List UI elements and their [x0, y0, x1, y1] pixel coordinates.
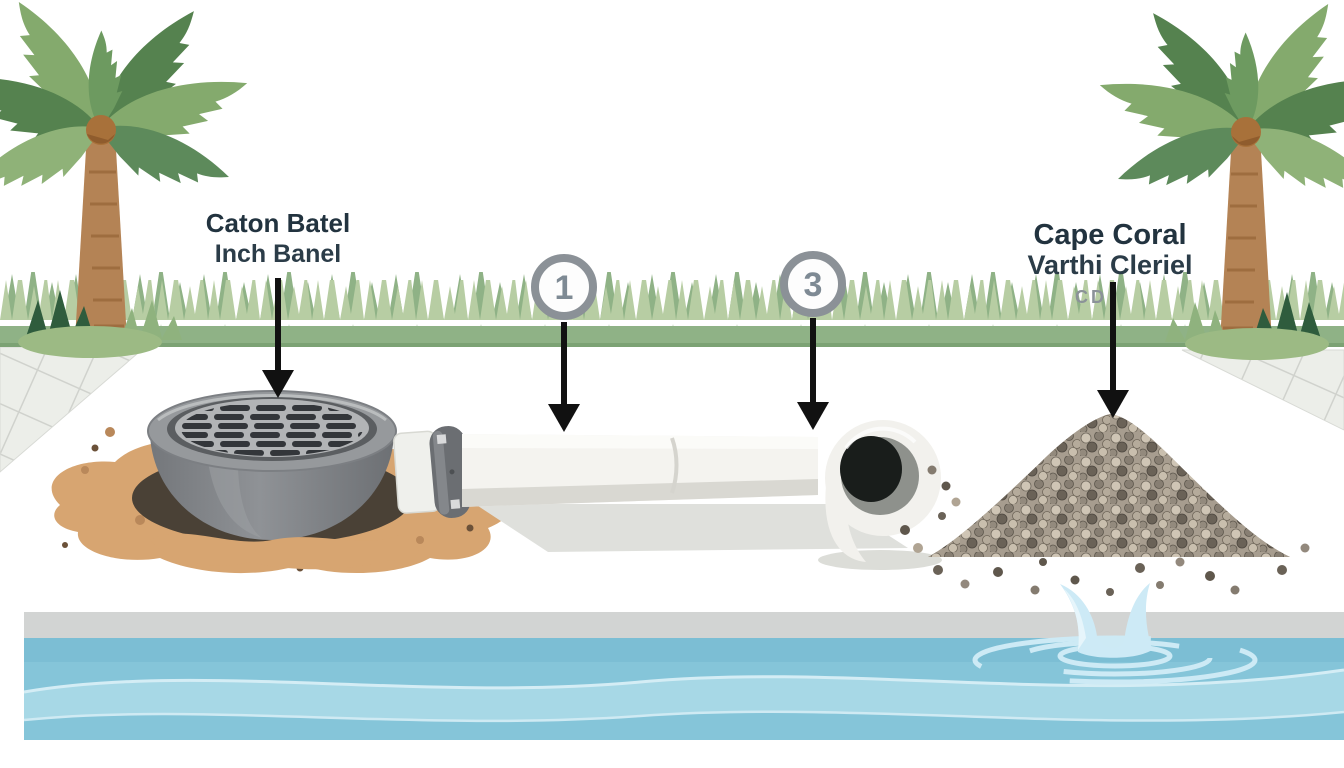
catch-basin-label: Caton Batel Inch Banel	[206, 208, 350, 268]
water-wave-band	[24, 670, 1344, 721]
catch-basin	[147, 390, 419, 570]
grass-strip	[0, 272, 1344, 347]
catch-basin-label-line1: Caton Batel	[206, 208, 350, 238]
marker-1-number: 1	[555, 269, 574, 307]
gravel-pile	[900, 414, 1310, 596]
pipe-seam	[670, 437, 679, 494]
stray-pebbles	[900, 465, 1310, 596]
marker-3-number: 3	[804, 266, 823, 304]
marker-1-badge: 1	[531, 254, 597, 320]
water-splash	[1060, 583, 1152, 658]
annotation-arrows	[262, 278, 1129, 432]
pool-coping	[24, 612, 1344, 638]
arrow-pipe-3	[797, 318, 829, 430]
gravel-label-line1: Cape Coral	[1033, 219, 1186, 251]
pipe-elbow	[825, 420, 941, 562]
arrow-catch-basin	[262, 278, 294, 398]
pipe-opening	[840, 436, 902, 502]
marker-3-badge: 3	[780, 251, 846, 317]
pipe-assembly	[393, 420, 942, 570]
arrow-pipe-1	[548, 322, 580, 432]
gravel-label-line3: CD	[1075, 287, 1107, 307]
gravel-label: Cape Coral Varthi Cleriel CD	[1027, 219, 1192, 307]
pvc-pipe	[462, 434, 818, 507]
arrow-gravel	[1097, 282, 1129, 418]
dirt-front	[150, 533, 419, 570]
pipe-clamp	[429, 426, 471, 518]
paver-tiles-left	[0, 346, 147, 473]
pipe-shadow	[475, 504, 908, 552]
paver-tiles-right	[1181, 349, 1344, 431]
gravel-label-line2: Varthi Cleriel	[1027, 250, 1192, 280]
pool	[23, 583, 1344, 740]
catch-basin-label-line2: Inch Banel	[215, 240, 341, 268]
water-ripples	[972, 635, 1258, 685]
